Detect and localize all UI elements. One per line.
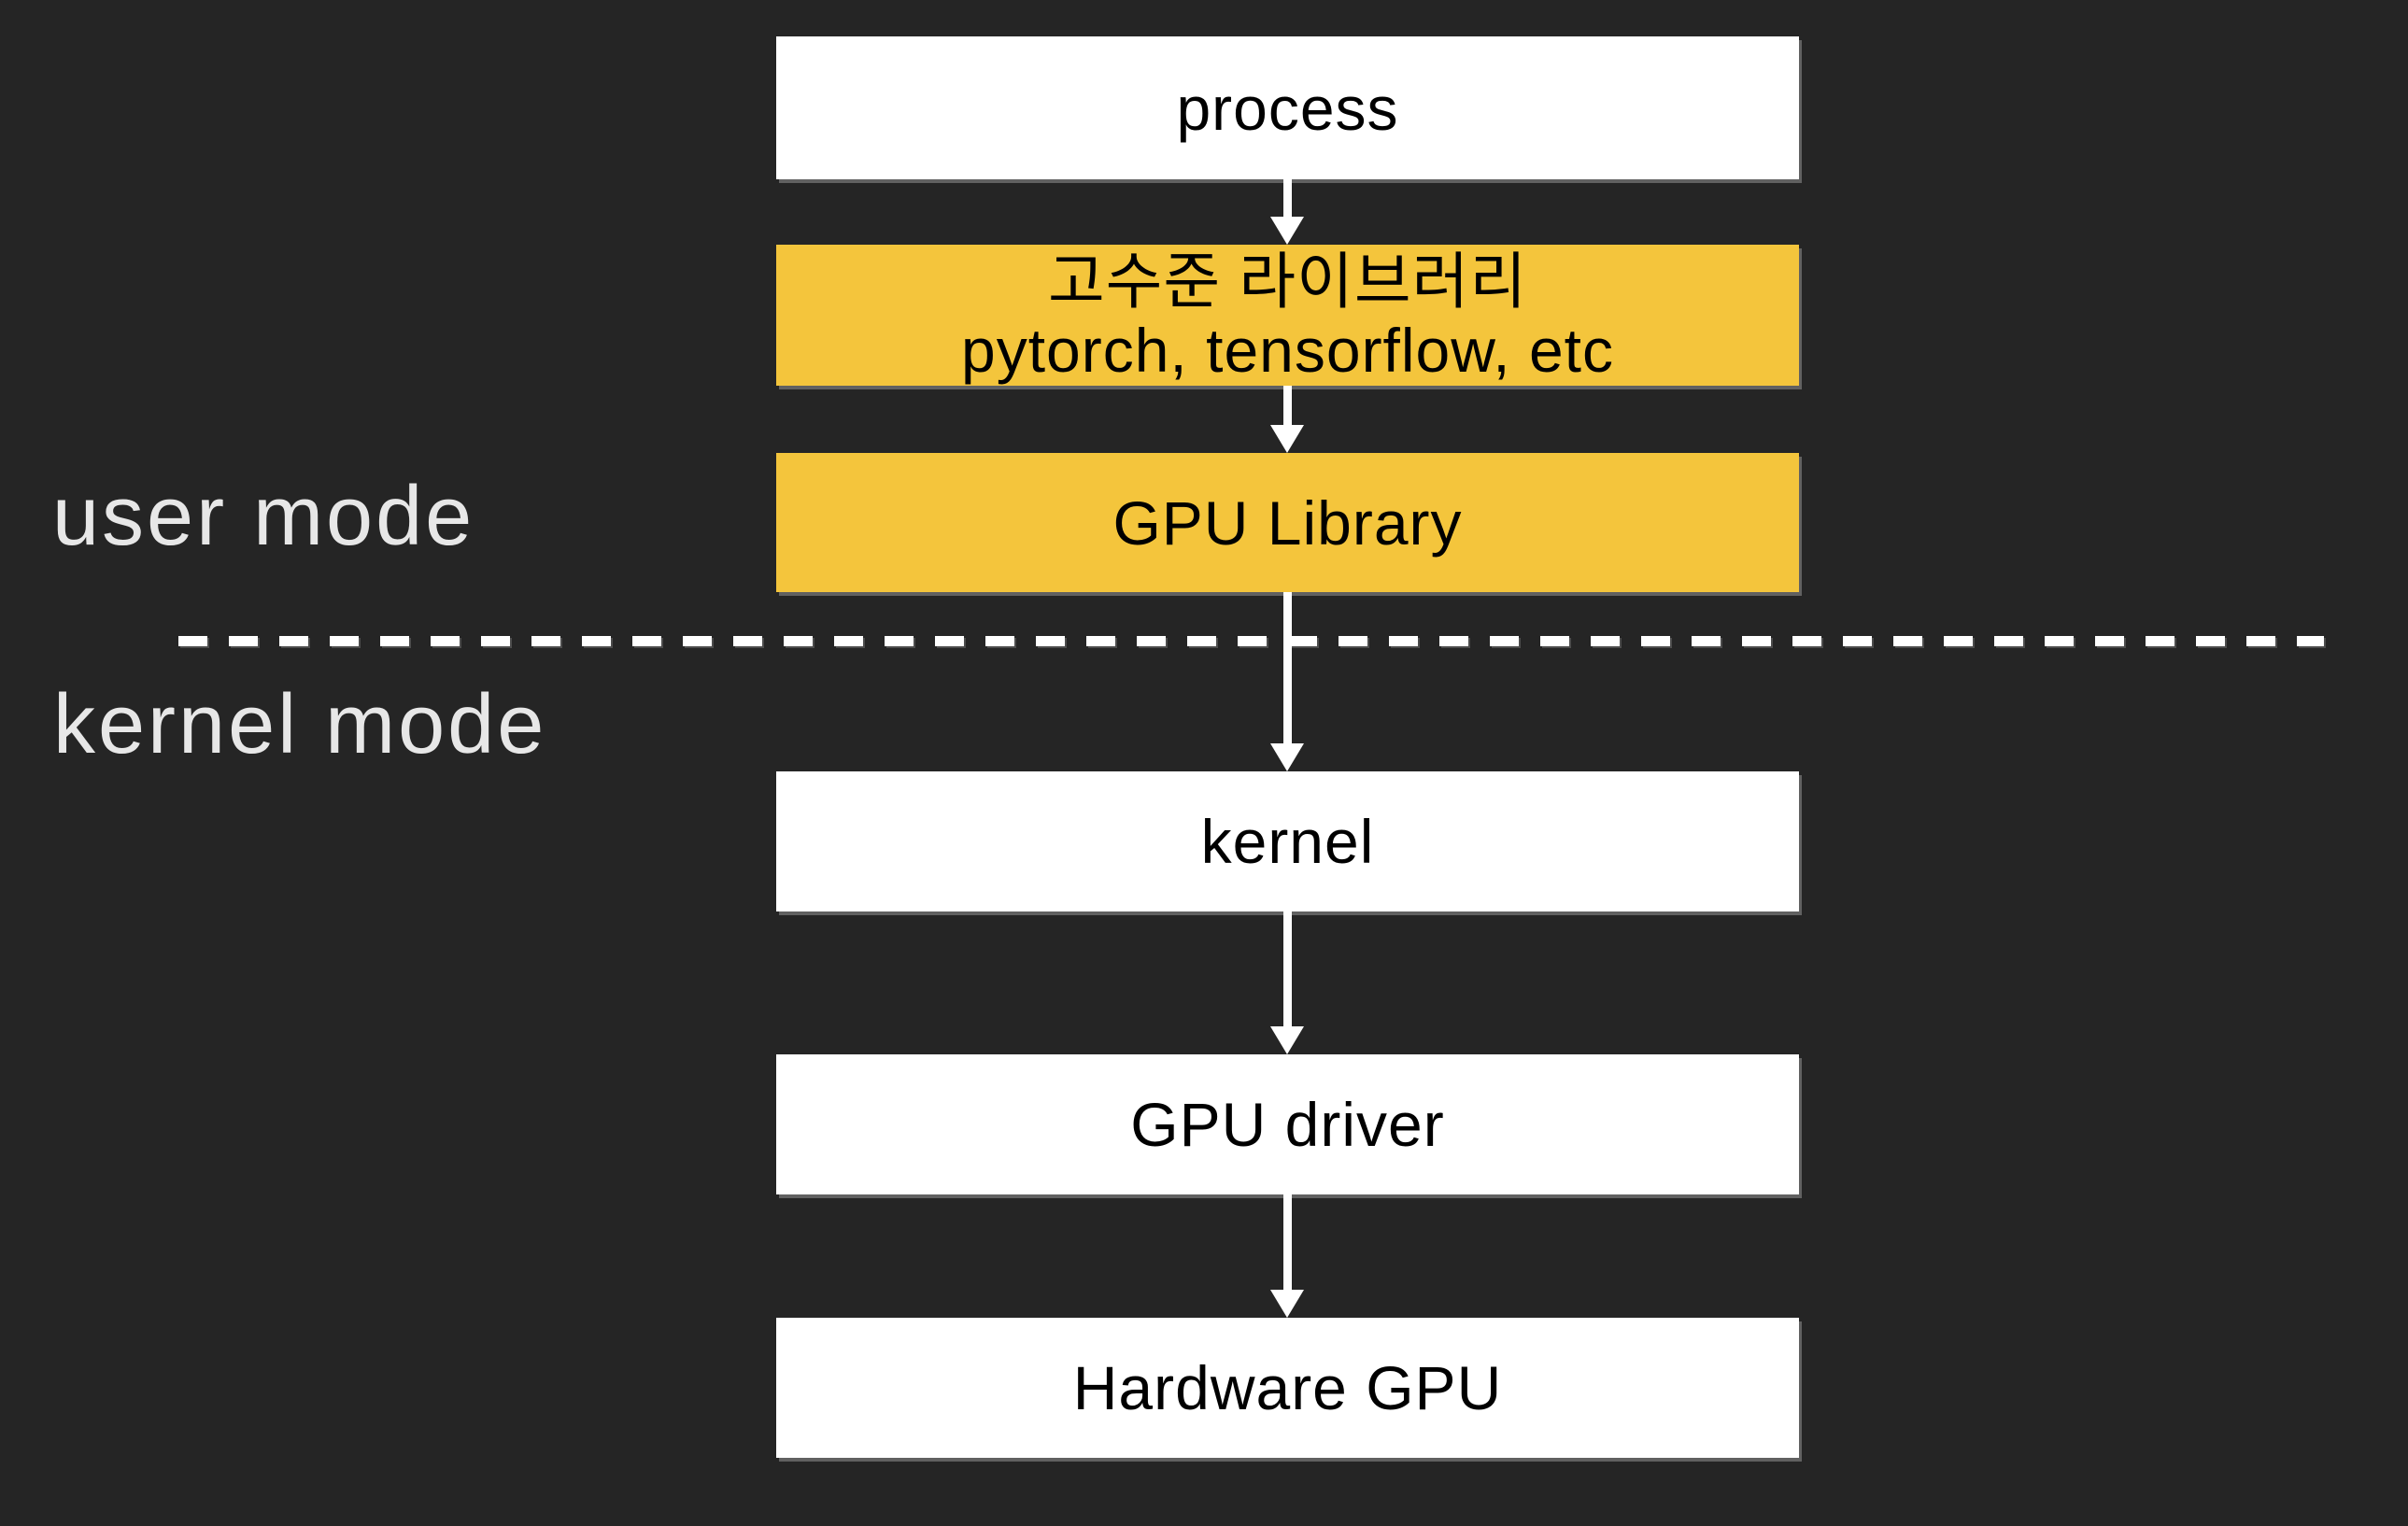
gpu-driver-box-label: GPU driver [1130, 1090, 1445, 1159]
gpu-library-box: GPU Library [776, 453, 1799, 592]
arrow-gpu-library-to-kernel [1270, 592, 1304, 771]
process-box: process [776, 36, 1799, 179]
arrow-down-icon [1270, 1290, 1304, 1318]
arrow-down-icon [1270, 743, 1304, 771]
user-mode-label: user mode [52, 470, 475, 563]
gpu-driver-box: GPU driver [776, 1054, 1799, 1194]
hardware-gpu-box-label: Hardware GPU [1072, 1353, 1503, 1422]
user-kernel-mode-divider [178, 636, 2324, 646]
arrow-kernel-to-gpu-driver [1270, 911, 1304, 1054]
high-level-library-box: 고수준 라이브러리 pytorch, tensorflow, etc [776, 245, 1799, 386]
kernel-mode-label: kernel mode [53, 678, 547, 771]
arrow-down-icon [1270, 425, 1304, 453]
arrow-shaft [1282, 1194, 1292, 1290]
arrow-shaft [1282, 911, 1292, 1026]
arrow-gpu-driver-to-hardware-gpu [1270, 1194, 1304, 1318]
high-level-library-box-label-line1: 고수준 라이브러리 [1047, 246, 1528, 316]
arrow-shaft [1282, 386, 1292, 425]
gpu-library-box-label: GPU Library [1112, 487, 1463, 558]
arrow-high-level-library-to-gpu-library [1270, 386, 1304, 453]
process-box-label: process [1176, 73, 1399, 143]
arrow-down-icon [1270, 217, 1304, 245]
high-level-library-box-label-line2: pytorch, tensorflow, etc [961, 315, 1614, 385]
kernel-box-label: kernel [1200, 807, 1375, 876]
kernel-box: kernel [776, 771, 1799, 911]
arrow-shaft [1282, 592, 1292, 743]
arrow-shaft [1282, 179, 1292, 217]
hardware-gpu-box: Hardware GPU [776, 1318, 1799, 1458]
arrow-process-to-high-level-library [1270, 179, 1304, 245]
arrow-down-icon [1270, 1026, 1304, 1054]
